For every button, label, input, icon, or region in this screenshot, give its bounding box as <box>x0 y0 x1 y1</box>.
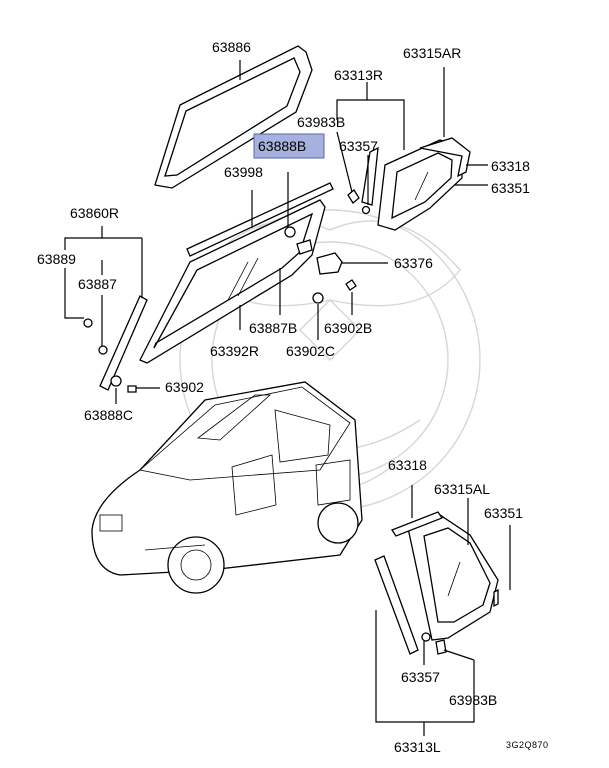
label-63357-bottom: 63357 <box>401 669 440 685</box>
part-63315AL-rear-quarter-glass <box>374 485 511 736</box>
label-63889: 63889 <box>37 251 76 267</box>
label-63983B-bottom: 63983B <box>449 692 497 708</box>
highlight-63888B <box>253 133 325 159</box>
label-63888B: 63888B <box>258 138 306 154</box>
label-63357-top: 63357 <box>339 138 378 154</box>
label-63902B: 63902B <box>324 320 372 336</box>
part-63886-roof-molding <box>154 45 313 189</box>
part-63315AR-rear-quarter-glass <box>336 67 488 231</box>
label-63888C: 63888C <box>84 407 133 423</box>
part-63376-hinge <box>312 252 388 340</box>
label-63902C: 63902C <box>286 343 335 359</box>
label-63318-top: 63318 <box>491 158 530 174</box>
label-63315AR: 63315AR <box>403 45 461 61</box>
label-63351-bottom: 63351 <box>484 505 523 521</box>
label-63392R: 63392R <box>210 343 259 359</box>
label-63313R: 63313R <box>334 67 383 83</box>
label-63376: 63376 <box>394 255 433 271</box>
label-63902: 63902 <box>165 379 204 395</box>
part-63392R-quarter-glass <box>139 172 326 364</box>
vehicle-illustration <box>91 381 363 594</box>
label-63351-top: 63351 <box>491 180 530 196</box>
part-63998-weatherstrip <box>186 182 334 257</box>
label-63886: 63886 <box>212 39 251 55</box>
label-63315AL: 63315AL <box>434 481 490 497</box>
label-63313L: 63313L <box>394 739 441 755</box>
label-63983B-top: 63983B <box>297 114 345 130</box>
label-63860R: 63860R <box>70 205 119 221</box>
figure-code: 3G2Q870 <box>506 740 549 750</box>
label-63318-bottom: 63318 <box>388 457 427 473</box>
label-63998: 63998 <box>224 164 263 180</box>
part-63860R-side-molding <box>64 226 160 404</box>
label-63887B: 63887B <box>249 320 297 336</box>
label-63887: 63887 <box>78 276 117 292</box>
